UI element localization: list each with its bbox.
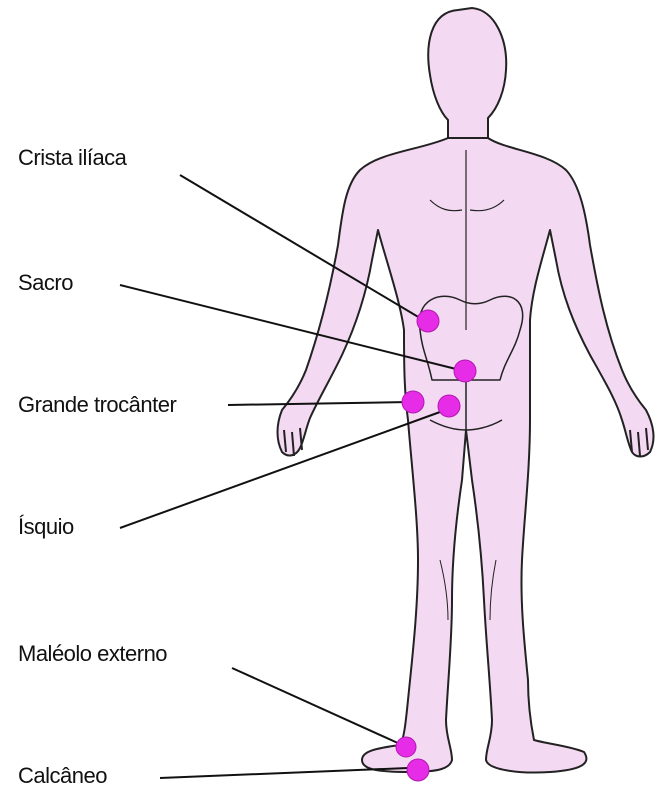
maleolo-externo-leader: [232, 668, 400, 744]
label-sacro: Sacro: [18, 270, 73, 296]
label-isquio: Ísquio: [18, 514, 74, 540]
calcaneo-leader: [160, 768, 408, 778]
body-silhouette: [278, 8, 654, 773]
grande-trocanter-leader: [228, 402, 410, 405]
calcaneo-marker: [407, 759, 429, 781]
isquio-marker: [438, 395, 460, 417]
crista-iliaca-marker: [417, 310, 439, 332]
label-calcaneo: Calcâneo: [18, 763, 107, 789]
maleolo-externo-marker: [396, 737, 416, 757]
head: [428, 8, 506, 140]
label-grande-trocanter: Grande trocânter: [18, 392, 176, 418]
label-maleolo-externo: Maléolo externo: [18, 641, 167, 667]
sacro-marker: [454, 360, 476, 382]
grande-trocanter-marker: [402, 391, 424, 413]
label-crista-iliaca: Crista ilíaca: [18, 145, 126, 171]
